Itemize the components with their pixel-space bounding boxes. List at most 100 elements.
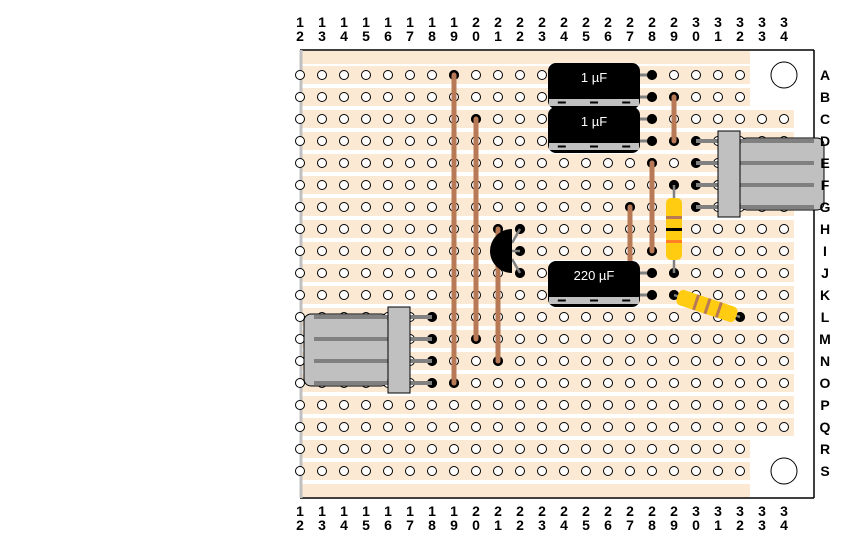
hole-L25	[581, 312, 591, 322]
hole-J15	[361, 268, 371, 278]
hole-N12	[295, 356, 305, 366]
hole-S30	[691, 466, 701, 476]
hole-N30	[691, 356, 701, 366]
hole-N25	[581, 356, 591, 366]
hole-J13	[317, 268, 327, 278]
hole-C30	[691, 114, 701, 124]
hole-A20	[471, 70, 481, 80]
hole-A17	[405, 70, 415, 80]
hole-K22	[515, 290, 525, 300]
hole-H34	[779, 224, 789, 234]
hole-O20	[471, 378, 481, 388]
hole-I26	[603, 246, 613, 256]
hole-Q25	[581, 422, 591, 432]
hole-C16	[383, 114, 393, 124]
hole-A32	[735, 70, 745, 80]
hole-P18	[427, 400, 437, 410]
hole-C23	[537, 114, 547, 124]
hole-P24	[559, 400, 569, 410]
capacitor-minus-mark	[557, 299, 566, 302]
solder-joint	[647, 70, 657, 80]
row-label-F: F	[821, 177, 830, 193]
hole-K33	[757, 290, 767, 300]
row-label-L: L	[821, 309, 830, 325]
hole-F14	[339, 180, 349, 190]
hole-K34	[779, 290, 789, 300]
hole-Q13	[317, 422, 327, 432]
hole-K17	[405, 290, 415, 300]
hole-R24	[559, 444, 569, 454]
hole-P33	[757, 400, 767, 410]
hole-E26	[603, 158, 613, 168]
hole-K12	[295, 290, 305, 300]
hole-C13	[317, 114, 327, 124]
hole-P31	[713, 400, 723, 410]
hole-I15	[361, 246, 371, 256]
hole-S31	[713, 466, 723, 476]
hole-Q14	[339, 422, 349, 432]
hole-B31	[713, 92, 723, 102]
hole-P34	[779, 400, 789, 410]
hole-J18	[427, 268, 437, 278]
hole-G26	[603, 202, 613, 212]
hole-N22	[515, 356, 525, 366]
hole-Q21	[493, 422, 503, 432]
solder-joint	[647, 268, 657, 278]
hole-H30	[691, 224, 701, 234]
hole-H23	[537, 224, 547, 234]
strip-top-edge	[300, 51, 750, 64]
header-shell	[303, 313, 389, 387]
hole-G15	[361, 202, 371, 212]
hole-R30	[691, 444, 701, 454]
header-left	[303, 306, 437, 394]
hole-I23	[537, 246, 547, 256]
hole-H17	[405, 224, 415, 234]
hole-R26	[603, 444, 613, 454]
hole-A30	[691, 70, 701, 80]
row-label-J: J	[821, 265, 829, 281]
resistor-band-brown	[666, 216, 682, 219]
transistor-lead	[510, 228, 522, 244]
hole-S29	[669, 466, 679, 476]
hole-O26	[603, 378, 613, 388]
hole-O28	[647, 378, 657, 388]
hole-P23	[537, 400, 547, 410]
hole-H13	[317, 224, 327, 234]
hole-N34	[779, 356, 789, 366]
hole-P16	[383, 400, 393, 410]
hole-H33	[757, 224, 767, 234]
hole-O24	[559, 378, 569, 388]
hole-A15	[361, 70, 371, 80]
hole-H31	[713, 224, 723, 234]
hole-M31	[713, 334, 723, 344]
hole-Q12	[295, 422, 305, 432]
hole-O33	[757, 378, 767, 388]
resistor-diagonal	[669, 289, 745, 323]
row-label-N: N	[820, 353, 830, 369]
hole-O12	[295, 378, 305, 388]
hole-I33	[757, 246, 767, 256]
hole-M25	[581, 334, 591, 344]
hole-K14	[339, 290, 349, 300]
hole-R12	[295, 444, 305, 454]
hole-L22	[515, 312, 525, 322]
hole-E24	[559, 158, 569, 168]
row-label-P: P	[820, 397, 829, 413]
hole-E29	[669, 158, 679, 168]
hole-F23	[537, 180, 547, 190]
hole-G24	[559, 202, 569, 212]
hole-J34	[779, 268, 789, 278]
strip-bottom-edge	[300, 484, 750, 497]
header-block	[387, 306, 411, 394]
hole-E27	[625, 158, 635, 168]
hole-M24	[559, 334, 569, 344]
